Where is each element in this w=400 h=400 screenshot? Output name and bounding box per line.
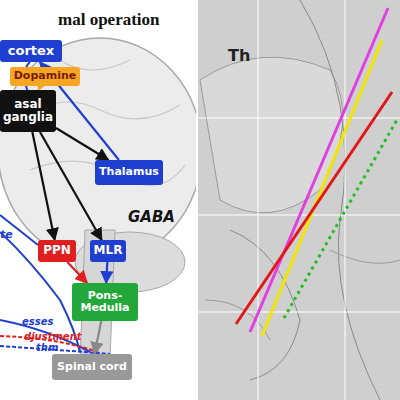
transmitter-label: GABA xyxy=(128,208,175,226)
connector-arrow xyxy=(95,321,102,354)
node-text: asal ganglia xyxy=(2,98,54,124)
region-box: Spinal cord xyxy=(52,354,132,380)
connector-arrow xyxy=(67,262,87,283)
node-text: Dopamine xyxy=(14,70,77,82)
region-box: Pons-Medulla xyxy=(72,283,138,321)
trajectory-line xyxy=(236,92,392,324)
region-box: asal ganglia xyxy=(0,90,56,132)
connector-arrow xyxy=(56,128,108,160)
region-box: Thalamus xyxy=(95,160,163,185)
atlas-contour xyxy=(205,250,400,340)
node-text: Pons-Medulla xyxy=(74,290,136,314)
node-text: Spinal cord xyxy=(57,361,127,373)
atlas-contour xyxy=(230,230,300,380)
atlas-contour xyxy=(300,0,380,400)
neurotransmitter-box: Dopamine xyxy=(10,67,80,86)
atlas-region-label: Th xyxy=(228,46,250,65)
pathway-label: te xyxy=(0,228,13,241)
grid-line xyxy=(197,312,400,313)
node-text: MLR xyxy=(94,244,123,257)
nucleus-box: MLR xyxy=(90,240,126,262)
trajectory-line xyxy=(284,118,398,318)
node-text: Thalamus xyxy=(99,166,159,178)
grid-line xyxy=(197,118,400,119)
figure-title: mal operation xyxy=(58,10,160,30)
grid-line xyxy=(345,0,346,400)
region-box: cortex xyxy=(0,40,62,62)
node-text: cortex xyxy=(8,44,54,58)
input-arrow xyxy=(0,215,38,245)
trajectory-line xyxy=(262,40,382,336)
connector-arrow xyxy=(106,262,107,283)
histology-section xyxy=(197,0,400,400)
nucleus-box: PPN xyxy=(38,240,76,262)
pathway-label: esses xyxy=(22,316,53,327)
pathway-label: thm xyxy=(36,342,58,353)
connector-arrow xyxy=(40,132,102,240)
node-text: PPN xyxy=(43,244,71,257)
pathway-label: djustment xyxy=(24,331,82,342)
brain-outline xyxy=(0,38,202,262)
connector-arrow xyxy=(32,132,54,240)
panel-divider xyxy=(196,0,198,400)
grid-line xyxy=(258,0,259,400)
